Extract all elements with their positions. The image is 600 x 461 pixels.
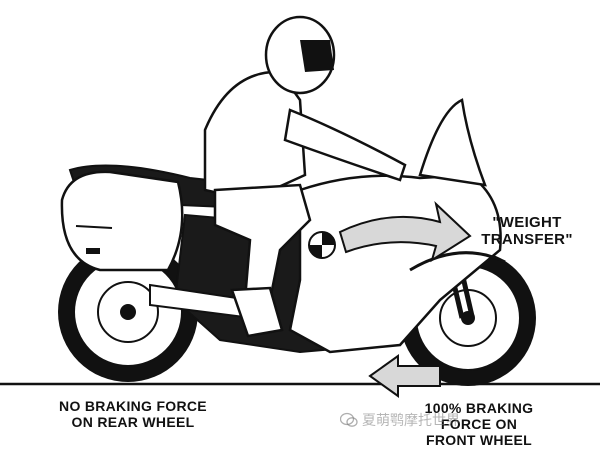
rear-label-line2: ON REAR WHEEL [71, 414, 195, 431]
braking-force-arrow [368, 354, 441, 398]
front-label-line2: FORCE ON [440, 416, 518, 433]
rider [203, 15, 407, 338]
weight-transfer-label: "WEIGHT TRANSFER" [462, 214, 592, 249]
front-wheel-label: 100% BRAKING FORCE ON FRONT WHEEL [404, 400, 554, 448]
front-fender [409, 251, 506, 272]
rear-wheel-label: NO BRAKING FORCE ON REAR WHEEL [28, 398, 238, 430]
saddlebag [60, 170, 184, 272]
weight-label-line2: TRANSFER" [481, 231, 573, 249]
front-label-line3: FRONT WHEEL [426, 432, 532, 449]
front-label-line1: 100% BRAKING [424, 400, 534, 416]
weight-transfer-arrow [338, 201, 472, 263]
windscreen [418, 98, 487, 187]
center-of-gravity-icon [308, 231, 336, 259]
weight-label-line1: "WEIGHT [492, 214, 562, 231]
rear-label-line1: NO BRAKING FORCE [59, 398, 207, 414]
